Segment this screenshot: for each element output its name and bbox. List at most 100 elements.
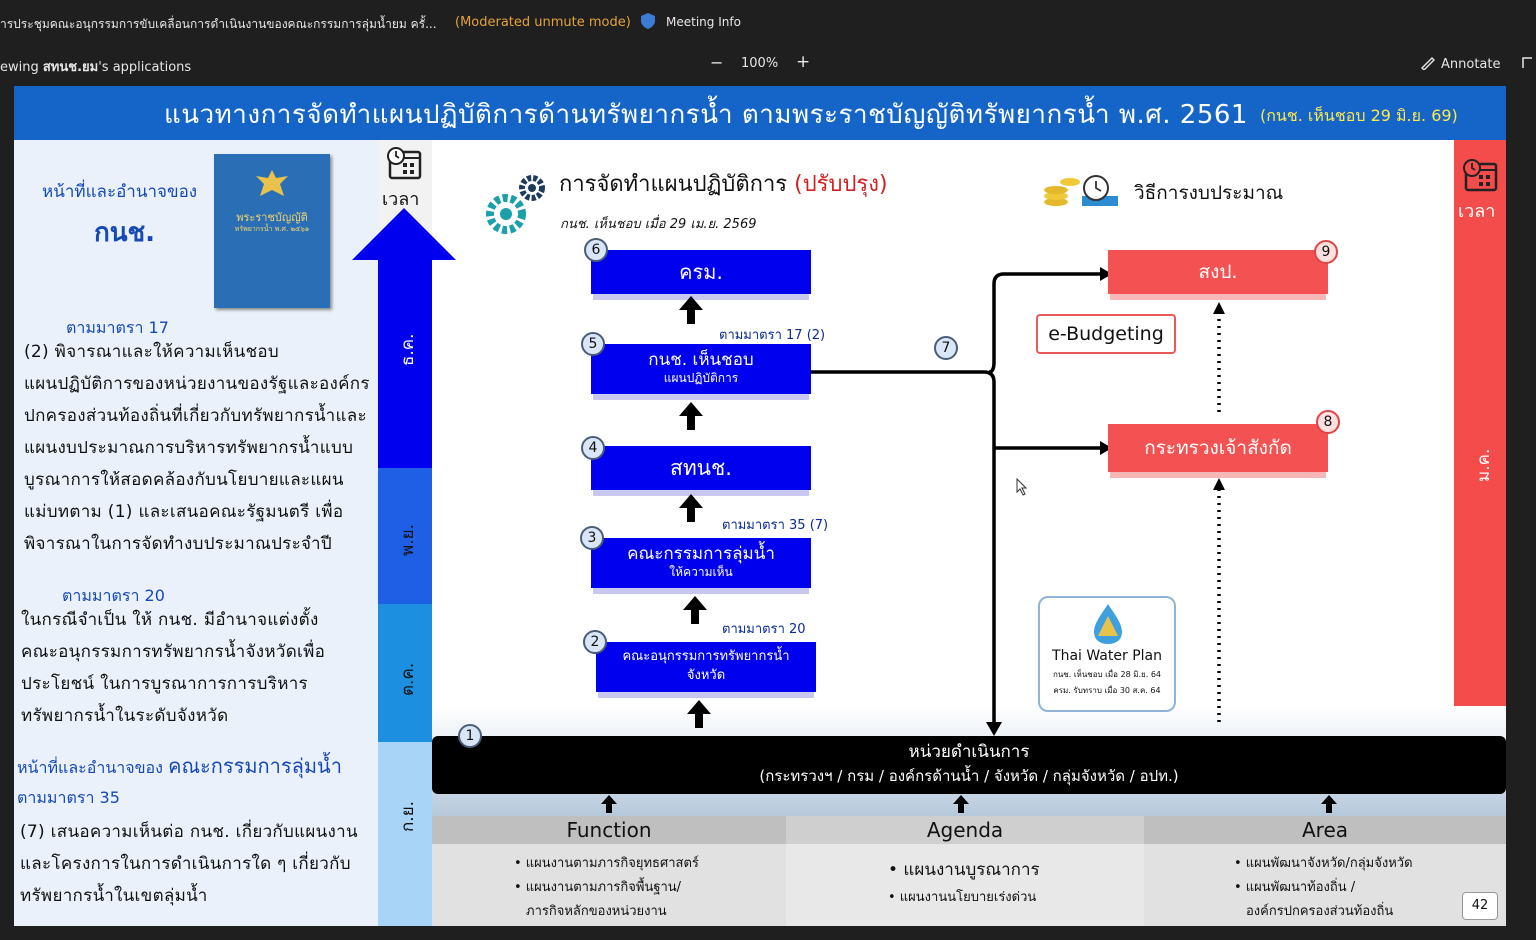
- operating-unit-bar: หน่วยดำเนินการ (กระทรวงฯ / กรม / องค์กรด…: [432, 736, 1506, 794]
- column-area-body: • แผนพัฒนาจังหวัด/กลุ่มจังหวัด • แผนพัฒน…: [1144, 844, 1506, 926]
- agenda-item: • แผนงานนโยบายเร่งด่วน: [888, 890, 1037, 905]
- garuda-icon: [252, 168, 292, 204]
- left-panel: หน้าที่และอำนาจของ กนช. พระราชบัญญัติ ทร…: [14, 140, 378, 926]
- slide-title: แนวทางการจัดทำแผนปฏิบัติการด้านทรัพยากรน…: [164, 100, 1248, 130]
- basin-heading-main: คณะกรรมการลุ่มน้ำ: [168, 754, 342, 778]
- e-budgeting-badge: e-Budgeting: [1036, 314, 1176, 354]
- timeline-segment-dec: [378, 260, 432, 468]
- section-20-line: ทรัพยากรน้ำในระดับจังหวัด: [21, 706, 229, 726]
- timeline-segment-oct: [378, 604, 432, 742]
- right-timeline-label: เวลา: [1458, 201, 1496, 222]
- step-4-number: 4: [581, 436, 605, 460]
- step-3-number: 3: [580, 526, 604, 550]
- money-clock-icon: [1040, 162, 1122, 218]
- viewing-suffix: 's applications: [98, 60, 192, 75]
- area-item: • แผนพัฒนาจังหวัด/กลุ่มจังหวัด: [1234, 856, 1413, 871]
- section-35-line: และโครงการในการดำเนินการใด ๆ เกี่ยวกับ: [20, 854, 351, 874]
- title-bar: ารประชุมคณะอนุกรรมการขับเคลื่อนการดำเนิน…: [0, 0, 1536, 44]
- step-2-number: 2: [583, 630, 607, 654]
- step-8-box: กระทรวงเจ้าสังกัด: [1108, 424, 1328, 472]
- up-arrow-icon: [686, 698, 712, 734]
- zoom-level: 100%: [741, 56, 779, 71]
- up-arrow-icon: [678, 294, 704, 330]
- step-3-sublabel: ให้ความเห็น: [669, 565, 733, 579]
- up-arrow-icon: [678, 400, 704, 436]
- book-title: พระราชบัญญัติ: [236, 211, 308, 224]
- section-17-text: (2) พิจารณาและให้ความเห็นชอบ แผนปฏิบัติก…: [24, 336, 374, 560]
- viewing-user: สทนช.ยม: [42, 60, 99, 75]
- ref-section-17-2: ตามมาตรา 17 (2): [719, 328, 826, 343]
- up-arrow-icon: [1320, 794, 1338, 818]
- agenda-item: • แผนงานบูรณาการ: [888, 860, 1040, 880]
- up-arrow-icon: [600, 794, 618, 818]
- authority-heading: หน้าที่และอำนาจของ: [42, 182, 198, 202]
- timeline-label: เวลา: [382, 189, 420, 210]
- section-35-line: (7) เสนอความเห็นต่อ กนช. เกี่ยวกับแผนงาน: [20, 822, 358, 842]
- authority-heading-org: กนช.: [94, 218, 156, 248]
- section-20-text: ในกรณีจำเป็น ให้ กนช. มีอำนาจแต่งตั้ง คณ…: [21, 604, 375, 732]
- function-item: • แผนงานตามภารกิจยุทธศาสตร์: [514, 856, 699, 871]
- section-35-text: (7) เสนอความเห็นต่อ กนช. เกี่ยวกับแผนงาน…: [20, 816, 376, 912]
- zoom-out-button[interactable]: −: [710, 53, 724, 72]
- area-item: องค์กรปกครองส่วนท้องถิ่น: [1246, 904, 1394, 919]
- column-function-body: • แผนงานตามภารกิจยุทธศาสตร์ • แผนงานตามภ…: [432, 844, 786, 926]
- function-item: • แผนงานตามภารกิจพื้นฐาน/: [514, 880, 682, 895]
- twp-approval-line: กนช. เห็นชอบ เมื่อ 28 มิ.ย. 64: [1052, 670, 1161, 679]
- flow-connectors: [811, 267, 1225, 736]
- calendar-clock-icon: [386, 146, 424, 184]
- step-9-number: 9: [1314, 240, 1338, 264]
- thai-water-plan-card: Thai Water Plan กนช. เห็นชอบ เมื่อ 28 มิ…: [1038, 596, 1176, 712]
- section-35-line: ทรัพยากรน้ำในเขตลุ่มน้ำ: [20, 886, 208, 906]
- column-agenda-body: • แผนงานบูรณาการ • แผนงานนโยบายเร่งด่วน: [786, 844, 1144, 926]
- section-17-line: (2) พิจารณาและให้ความเห็นชอบ: [24, 342, 280, 362]
- meeting-title: ารประชุมคณะอนุกรรมการขับเคลื่อนการดำเนิน…: [0, 17, 437, 31]
- process-title-main: การจัดทำแผนปฏิบัติการ: [559, 172, 788, 197]
- viewing-label: ewing สทนช.ยม's applications: [0, 56, 191, 77]
- section-35-label: ตามมาตรา 35: [17, 788, 120, 807]
- shared-slide: แนวทางการจัดทำแผนปฏิบัติการด้านทรัพยากรน…: [14, 86, 1506, 926]
- section-17-line: แผนงบประมาณการบริหารทรัพยากรน้ำแบบ: [24, 438, 354, 458]
- step-7-number: 7: [934, 336, 958, 360]
- step-2-box: คณะอนุกรรมการทรัพยากรน้ำ จังหวัด: [596, 642, 816, 692]
- timeline-segment-nov: [378, 468, 432, 604]
- meeting-info-button[interactable]: Meeting Info: [666, 15, 741, 29]
- shield-icon: [640, 12, 656, 34]
- timeline-segment-sep: [378, 742, 432, 926]
- slide-header: แนวทางการจัดทำแผนปฏิบัติการด้านทรัพยากรน…: [14, 86, 1506, 140]
- step-2-label: คณะอนุกรรมการทรัพยากรน้ำ: [622, 649, 790, 664]
- annotate-button[interactable]: Annotate: [1441, 57, 1501, 72]
- step-2-sublabel: จังหวัด: [686, 668, 726, 683]
- section-17-label: ตามมาตรา 17: [66, 318, 169, 337]
- section-20-line: ในกรณีจำเป็น ให้ กนช. มีอำนาจแต่งตั้ง: [21, 610, 319, 630]
- step-9-label: สงป.: [1198, 261, 1238, 283]
- column-agenda-head: Agenda: [786, 816, 1144, 844]
- book-subtitle: ทรัพยากรน้ำ พ.ศ. ๒๕๖๑: [234, 225, 310, 233]
- step-8-number: 8: [1316, 410, 1340, 434]
- water-plan-logo-icon: [1088, 602, 1128, 650]
- section-17-line: แม่บทตาม (1) และเสนอคณะรัฐมนตรี เพื่อ: [24, 502, 344, 522]
- up-arrow-icon: [682, 594, 708, 630]
- zoom-in-button[interactable]: +: [796, 52, 811, 72]
- mode-label: (Moderated unmute mode): [455, 15, 631, 30]
- step-8-label: กระทรวงเจ้าสังกัด: [1144, 437, 1292, 459]
- slide-title-note: (กนช. เห็นชอบ 29 มิ.ย. 69): [1260, 106, 1458, 125]
- operating-unit-title: หน่วยดำเนินการ: [908, 742, 1030, 762]
- up-arrow-icon: [952, 794, 970, 818]
- column-area-head: Area: [1144, 816, 1506, 844]
- slide-page-number: 42: [1462, 892, 1498, 920]
- step-4-box: สทนช.: [591, 446, 811, 490]
- step-9-box: สงป.: [1108, 250, 1328, 294]
- timeline-column: เวลา ธ.ค. พ.ย. ต.ค. ก.ย.: [352, 140, 456, 926]
- step-4-label: สทนช.: [670, 456, 732, 480]
- gears-icon: [480, 170, 550, 244]
- expand-icon[interactable]: [1522, 56, 1534, 74]
- step-3-label: คณะกรรมการลุ่มน้ำ: [627, 544, 775, 564]
- process-subtitle: กนช. เห็นชอบ เมื่อ 29 เม.ย. 2569: [560, 217, 757, 232]
- timeline-arrow-head: [352, 208, 456, 260]
- step-5-sublabel: แผนปฏิบัติการ: [663, 371, 739, 385]
- section-17-line: พิจารณาในการจัดทำงบประมาณประจำปี: [24, 534, 332, 554]
- act-book-cover: พระราชบัญญัติ ทรัพยากรน้ำ พ.ศ. ๒๕๖๑: [214, 154, 330, 308]
- section-20-line: คณะอนุกรรมการทรัพยากรน้ำจังหวัดเพื่อ: [21, 642, 326, 662]
- step-3-box: คณะกรรมการลุ่มน้ำ ให้ความเห็น: [591, 538, 811, 588]
- process-title: การจัดทำแผนปฏิบัติการ (ปรับปรุง): [559, 166, 888, 201]
